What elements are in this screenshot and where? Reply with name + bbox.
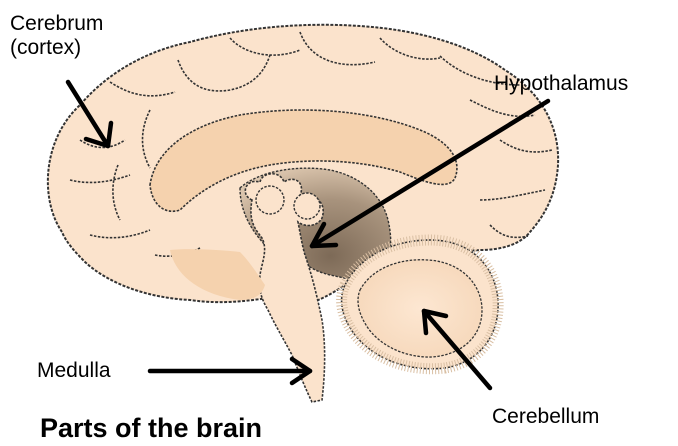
label-cerebrum-line1: Cerebrum [10, 12, 103, 36]
label-cerebellum: Cerebellum [492, 405, 599, 429]
label-hypothalamus: Hypothalamus [494, 72, 628, 96]
diagram-title: Parts of the brain [40, 413, 262, 444]
label-medulla: Medulla [37, 359, 111, 383]
midbrain-bump-right [294, 193, 320, 219]
label-cerebrum-line2: (cortex) [10, 36, 103, 60]
label-cerebrum: Cerebrum (cortex) [10, 12, 103, 60]
midbrain-bump-left [256, 186, 284, 214]
